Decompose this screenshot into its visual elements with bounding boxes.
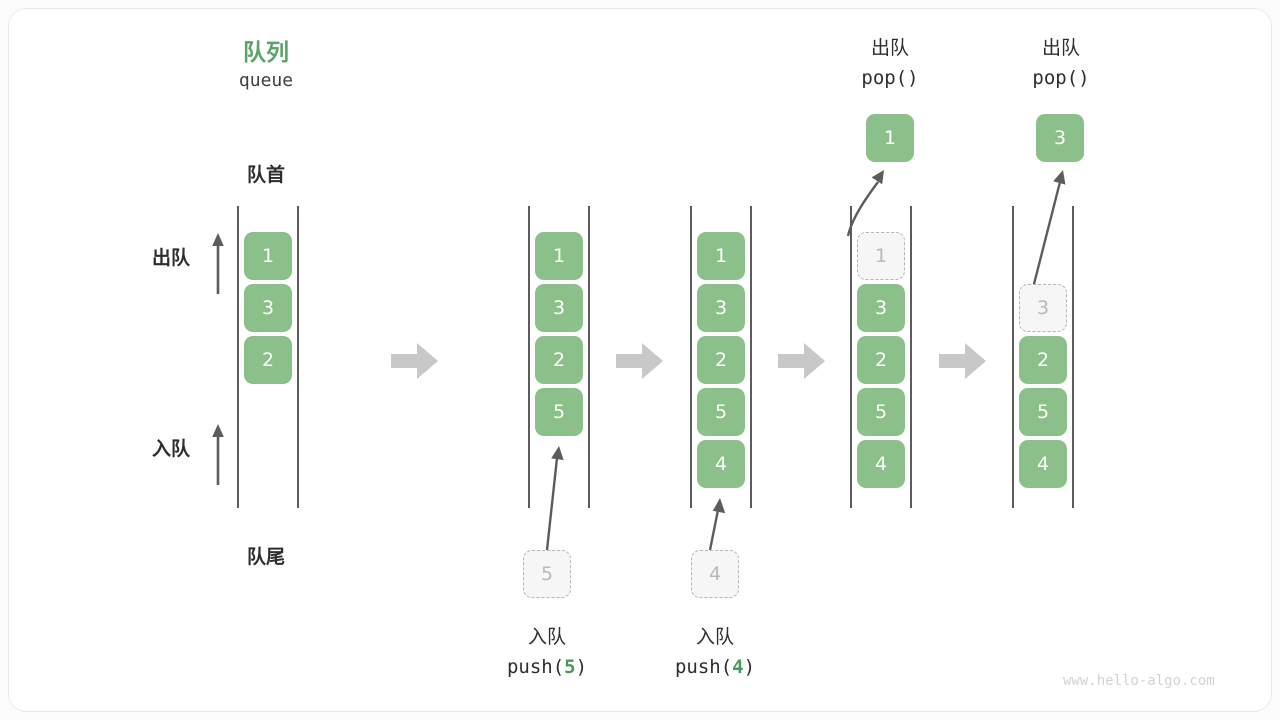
operation-code-arg: 5 — [564, 656, 576, 678]
push-5-motion-arrow-icon — [545, 446, 564, 551]
queue-rail-left — [690, 206, 692, 508]
queue-rail-left — [237, 206, 239, 508]
queue-cell: 2 — [857, 336, 905, 384]
queue-rail-right — [750, 206, 752, 508]
operation-code-suffix: ) — [1078, 67, 1090, 89]
queue-cell-removed: 1 — [857, 232, 905, 280]
operation-code-arg: 4 — [732, 656, 744, 678]
operation-label-cn: 出队 — [870, 37, 909, 59]
popped-cell: 3 — [1036, 114, 1084, 162]
diagram-title-en: queue — [238, 70, 294, 91]
queue-cell: 2 — [535, 336, 583, 384]
queue-cell: 2 — [244, 336, 292, 384]
queue-cell: 3 — [244, 284, 292, 332]
queue-column-push-4: 1 3 2 5 4 — [690, 206, 752, 508]
operation-label-cn: 入队 — [695, 626, 734, 648]
diagram-title-cn: 队列 — [243, 40, 289, 66]
queue-cell-removed: 3 — [1019, 284, 1067, 332]
queue-column-pop-3: 3 2 5 4 — [1012, 206, 1074, 508]
operation-code-prefix: pop( — [861, 67, 908, 89]
queue-rail-right — [910, 206, 912, 508]
operation-code-suffix: ) — [743, 656, 756, 678]
queue-rail-right — [1072, 206, 1074, 508]
operation-label-code: pop() — [986, 67, 1136, 89]
operation-code-suffix: ) — [907, 67, 919, 89]
operation-code-suffix: ) — [575, 656, 588, 678]
queue-column-initial: 1 3 2 — [237, 206, 299, 508]
queue-cell: 1 — [535, 232, 583, 280]
operation-label-code: pop() — [815, 67, 965, 89]
queue-cell: 5 — [1019, 388, 1067, 436]
step-transition-arrow-icon — [391, 343, 438, 379]
incoming-ghost-cell: 5 — [523, 550, 571, 598]
operation-code-prefix: push( — [506, 656, 565, 678]
dequeue-direction-label: 出队 — [151, 247, 190, 269]
queue-cell: 4 — [857, 440, 905, 488]
push-4-motion-arrow-icon — [708, 498, 726, 551]
queue-column-pop-1: 1 3 2 5 4 — [850, 206, 912, 508]
queue-cell: 1 — [697, 232, 745, 280]
queue-cell: 5 — [857, 388, 905, 436]
enqueue-direction-arrow-icon — [212, 424, 224, 485]
pop-1-motion-arrow-icon — [846, 170, 884, 237]
queue-cell: 3 — [697, 284, 745, 332]
queue-rail-right — [297, 206, 299, 508]
queue-rail-right — [588, 206, 590, 508]
step-transition-arrow-icon — [939, 343, 986, 379]
queue-rail-left — [1012, 206, 1014, 508]
operation-label-code: push(5) — [472, 656, 622, 678]
incoming-ghost-cell: 4 — [691, 550, 739, 598]
queue-cell: 3 — [535, 284, 583, 332]
queue-column-push-5: 1 3 2 5 — [528, 206, 590, 508]
popped-cell: 1 — [866, 114, 914, 162]
queue-front-label: 队首 — [246, 164, 285, 186]
queue-rail-left — [850, 206, 852, 508]
queue-cell: 2 — [697, 336, 745, 384]
queue-cell: 5 — [697, 388, 745, 436]
queue-cell: 3 — [857, 284, 905, 332]
queue-cell: 5 — [535, 388, 583, 436]
step-transition-arrow-icon — [616, 343, 663, 379]
operation-code-prefix: push( — [674, 656, 733, 678]
queue-cell: 4 — [697, 440, 745, 488]
operation-label-cn: 出队 — [1041, 37, 1080, 59]
pop-3-motion-arrow-icon — [1031, 170, 1066, 289]
operation-code-prefix: pop( — [1032, 67, 1079, 89]
queue-rail-left — [528, 206, 530, 508]
watermark: www.hello-algo.com — [1063, 673, 1215, 689]
operation-label-cn: 入队 — [527, 626, 566, 648]
step-transition-arrow-icon — [778, 343, 825, 379]
dequeue-direction-arrow-icon — [212, 233, 224, 294]
queue-cell: 1 — [244, 232, 292, 280]
queue-rear-label: 队尾 — [246, 546, 285, 568]
operation-label-code: push(4) — [640, 656, 790, 678]
enqueue-direction-label: 入队 — [151, 438, 190, 460]
queue-cell: 2 — [1019, 336, 1067, 384]
queue-cell: 4 — [1019, 440, 1067, 488]
